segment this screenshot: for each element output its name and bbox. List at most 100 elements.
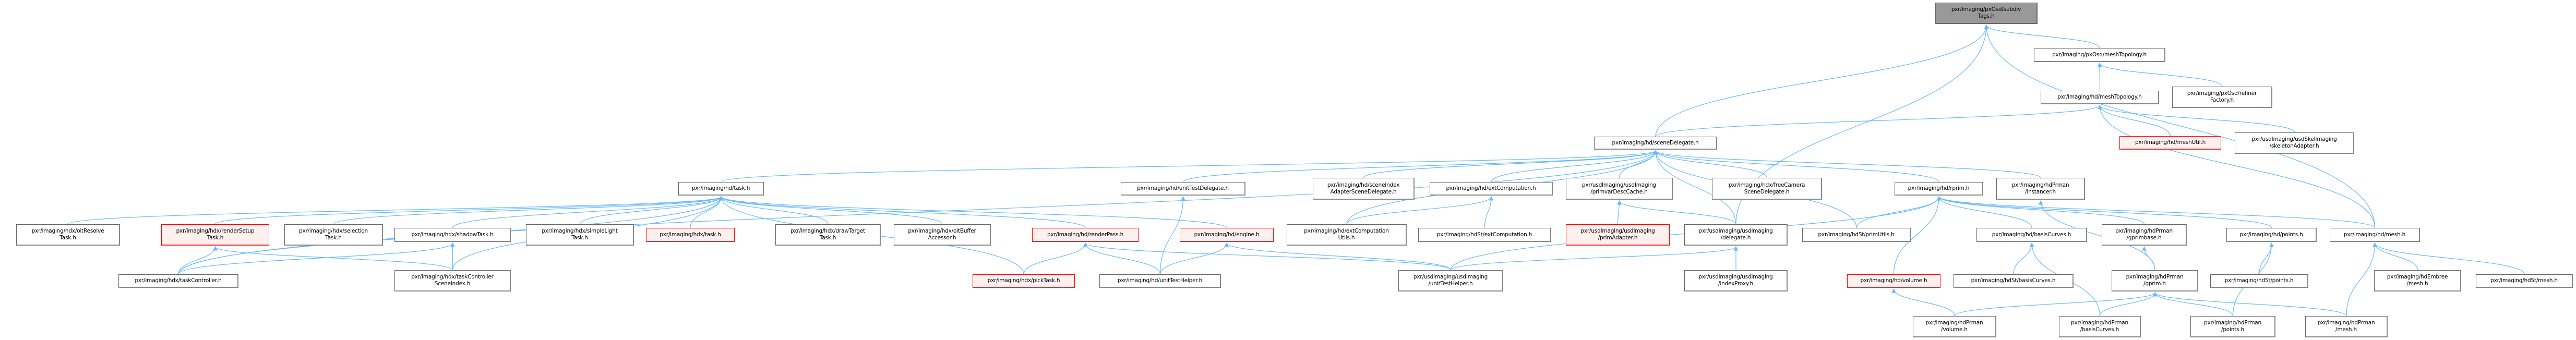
edge-hdVolume-to-rprim — [1893, 196, 1942, 275]
edge-extCompUtils-to-extComputation — [1346, 196, 1494, 225]
edge-hdStBasisCurves-to-hdBasisCurves — [2013, 242, 2034, 275]
edge-prmanBasisCurves-to-gprim — [2099, 292, 2158, 317]
node-refiner-factory[interactable]: pxr/imaging/pxOsd/refiner Factory.h — [2172, 87, 2272, 108]
edge-taskControllerSI-to-renderSetup — [213, 246, 453, 271]
edge-skeletonAdapter-to-hdMeshTopology — [2098, 105, 2295, 133]
node-ext-computation[interactable]: pxr/imaging/hd/extComputation.h — [1430, 182, 1553, 196]
node-oit-buffer[interactable]: pxr/imaging/hdx/oitBuffer Accessor.h — [894, 224, 991, 246]
edge-pickTask-to-renderPass — [1023, 242, 1088, 275]
node-instancer[interactable]: pxr/imaging/hdPrman /instancer.h — [1996, 178, 2085, 200]
node-prim-utils[interactable]: pxr/imaging/hdSt/primUtils.h — [1802, 228, 1911, 242]
node-prman-points[interactable]: pxr/imaging/hdPrman /points.h — [2190, 316, 2275, 337]
edge-rprim-to-sceneDelegate — [1653, 150, 1939, 183]
node-task-controller-s-i[interactable]: pxr/imaging/hdx/taskController SceneInde… — [394, 270, 511, 292]
edge-hdMesh-to-hdMeshTopology — [2098, 105, 2376, 228]
edge-usdUnitTestHelper-to-engine — [1224, 242, 1452, 271]
node-prman-volume[interactable]: pxr/imaging/hdPrman /volume.h — [1913, 316, 1996, 337]
node-hd-unit-test-helper[interactable]: pxr/imaging/hd/unitTestHelper.h — [1099, 274, 1221, 288]
edge-sceneDelegate-to-hdMeshTopology — [1655, 105, 2102, 137]
node-hd-mesh-topology[interactable]: pxr/imaging/hd/meshTopology.h — [2041, 91, 2159, 104]
node-draw-target[interactable]: pxr/imaging/hdx/drawTarget Task.h — [775, 224, 881, 246]
edge-prmanVolume-to-gprim — [1954, 292, 2158, 317]
edge-hdStMesh-to-hdMesh — [2373, 242, 2525, 275]
node-prim-adapter[interactable]: pxr/usdImaging/usdImaging /primAdapter.h — [1566, 224, 1670, 246]
node-ext-comp-utils[interactable]: pxr/imaging/hd/extComputation Utils.h — [1287, 224, 1407, 246]
node-shadow-task[interactable]: pxr/imaging/hdx/shadowTask.h — [394, 228, 511, 242]
edge-shadowTask-to-hdTask — [452, 196, 724, 228]
edge-taskController-to-renderSetup — [178, 246, 218, 275]
node-free-camera[interactable]: pxr/imaging/hdx/freeCamera SceneDelegate… — [1712, 178, 1822, 200]
node-simple-light[interactable]: pxr/imaging/hdx/simpleLight Task.h — [526, 224, 634, 246]
edge-hdStExtComp-to-extComputation — [1484, 196, 1494, 228]
node-usd-delegate[interactable]: pxr/usdImaging/usdImaging /delegate.h — [1684, 224, 1788, 246]
node-prman-mesh[interactable]: pxr/imaging/hdPrman /mesh.h — [2305, 316, 2388, 337]
edge-sceneIndexAdapter-to-sceneDelegate — [1363, 150, 1658, 178]
node-hd-points[interactable]: pxr/imaging/hd/points.h — [2226, 228, 2317, 242]
node-scene-delegate[interactable]: pxr/imaging/hd/sceneDelegate.h — [1594, 137, 1717, 150]
node-prman-basis-curves[interactable]: pxr/imaging/hdPrman /basisCurves.h — [2059, 316, 2141, 337]
edge-usdUnitTestHelper-to-renderPass — [1083, 242, 1452, 271]
node-engine[interactable]: pxr/imaging/hd/engine.h — [1180, 228, 1274, 242]
node-selection[interactable]: pxr/imaging/hdx/selection Task.h — [284, 224, 383, 246]
edge-prmanMesh-to-hdMesh — [2346, 242, 2377, 317]
edge-primUtils-to-rprim — [1856, 196, 1942, 228]
node-task-controller[interactable]: pxr/imaging/hdx/taskController.h — [118, 274, 238, 288]
node-hd-task[interactable]: pxr/imaging/hd/task.h — [678, 182, 764, 196]
node-hd-basis-curves[interactable]: pxr/imaging/hd/basisCurves.h — [1976, 228, 2087, 242]
node-hd-st-basis-curves[interactable]: pxr/imaging/hdSt/basisCurves.h — [1954, 274, 2074, 288]
node-render-setup[interactable]: pxr/imaging/hdx/renderSetup Task.h — [161, 224, 269, 246]
edge-meshUtil-to-hdMeshTopology — [2098, 105, 2171, 137]
edge-prmanMesh-to-gprim — [2152, 292, 2347, 317]
edge-hdUnitTestHelper-to-unitTestDelegate — [1159, 196, 1185, 275]
edge-hdBasisCurves-to-rprim — [1936, 196, 2032, 228]
edge-hdUnitTestHelper-to-engine — [1159, 242, 1229, 275]
node-render-pass[interactable]: pxr/imaging/hd/renderPass.h — [1032, 228, 1139, 242]
node-hdx-task[interactable]: pxr/imaging/hdx/task.h — [646, 228, 735, 242]
node-gprim[interactable]: pxr/imaging/hdPrman /gprim.h — [2112, 270, 2198, 292]
node-mesh-util[interactable]: pxr/imaging/hd/meshUtil.h — [2119, 136, 2221, 150]
edge-prmanVolume-to-hdVolume — [1891, 288, 1955, 317]
node-hd-st-mesh[interactable]: pxr/imaging/hdSt/mesh.h — [2476, 274, 2573, 288]
node-subdiv-tags[interactable]: pxr/imaging/pxOsd/subdiv Tags.h — [1935, 3, 2038, 24]
node-hd-volume[interactable]: pxr/imaging/hd/volume.h — [1847, 274, 1940, 288]
edge-primAdapter-to-primvarDescCache — [1617, 200, 1622, 225]
edge-hdTask-to-sceneDelegate — [721, 150, 1658, 183]
edge-hdMesh-to-rprim — [1937, 196, 2376, 228]
node-unit-test-delegate[interactable]: pxr/imaging/hd/unitTestDelegate.h — [1121, 182, 1245, 196]
edge-prmanPoints-to-gprim — [2152, 292, 2234, 317]
edge-simpleLight-to-hdTask — [579, 196, 724, 225]
edge-hdPoints-to-rprim — [1936, 196, 2272, 228]
edge-oitResolve-to-hdTask — [67, 196, 723, 225]
edge-hdMesh-to-subdivTags — [1984, 25, 2376, 228]
edge-usdDelegate-to-sceneDelegate — [1653, 150, 1736, 225]
node-hd-mesh[interactable]: pxr/imaging/hd/mesh.h — [2330, 228, 2420, 242]
edge-taskController-to-shadowTask — [178, 242, 455, 275]
edge-embreeMesh-to-hdMesh — [2373, 242, 2418, 271]
edge-usdUnitTestHelper-to-usdDelegate — [1450, 246, 1739, 271]
edge-oitBuffer-to-hdTask — [718, 196, 943, 225]
node-scene-index-adapter[interactable]: pxr/imaging/hd/sceneIndex AdapterSceneDe… — [1313, 178, 1415, 200]
edge-pxOsdMeshTopology-to-subdivTags — [1984, 25, 2100, 48]
edge-freeCamera-to-sceneDelegate — [1653, 150, 1768, 178]
node-rprim[interactable]: pxr/imaging/hd/rprim.h — [1895, 182, 1983, 196]
node-index-proxy[interactable]: pxr/usdImaging/usdImaging /indexProxy.h — [1684, 270, 1788, 292]
edge-gprim-to-gprimbase — [2142, 246, 2155, 271]
node-primvar-desc-cache[interactable]: pxr/usdImaging/usdImaging /primvarDescCa… — [1566, 178, 1673, 200]
node-skeleton-adapter[interactable]: pxr/usdImaging/usdSkelImaging /skeletonA… — [2235, 132, 2354, 154]
edge-usdDelegate-to-primvarDescCache — [1617, 200, 1736, 225]
edge-gprimbase-to-rprim — [1936, 196, 2145, 225]
node-oit-resolve[interactable]: pxr/imaging/hdx/oitResolve Task.h — [16, 224, 120, 246]
edge-refinerFactory-to-pxOsdMeshTopology — [2097, 63, 2223, 87]
node-gprimbase[interactable]: pxr/imaging/hdPrman /gprimbase.h — [2102, 224, 2187, 246]
node-hd-st-ext-comp[interactable]: pxr/imaging/hdSt/extComputation.h — [1418, 228, 1551, 242]
node-embree-mesh[interactable]: pxr/imaging/hdEmbree /mesh.h — [2374, 270, 2461, 292]
node-hd-st-points[interactable]: pxr/imaging/hdSt/points.h — [2210, 274, 2308, 288]
node-usd-unit-test-helper[interactable]: pxr/usdImaging/usdImaging /unitTestHelpe… — [1398, 270, 1503, 292]
node-px-osd-mesh-topology[interactable]: pxr/imaging/pxOsd/meshTopology.h — [2034, 48, 2165, 62]
node-pick-task[interactable]: pxr/imaging/hdx/pickTask.h — [973, 274, 1075, 288]
edge-hdUnitTestHelper-to-renderPass — [1083, 242, 1161, 275]
edge-sceneDelegate-to-subdivTags — [1655, 25, 1989, 137]
edge-unitTestDelegate-to-sceneDelegate — [1182, 150, 1658, 183]
edge-drawTarget-to-hdTask — [718, 196, 829, 225]
